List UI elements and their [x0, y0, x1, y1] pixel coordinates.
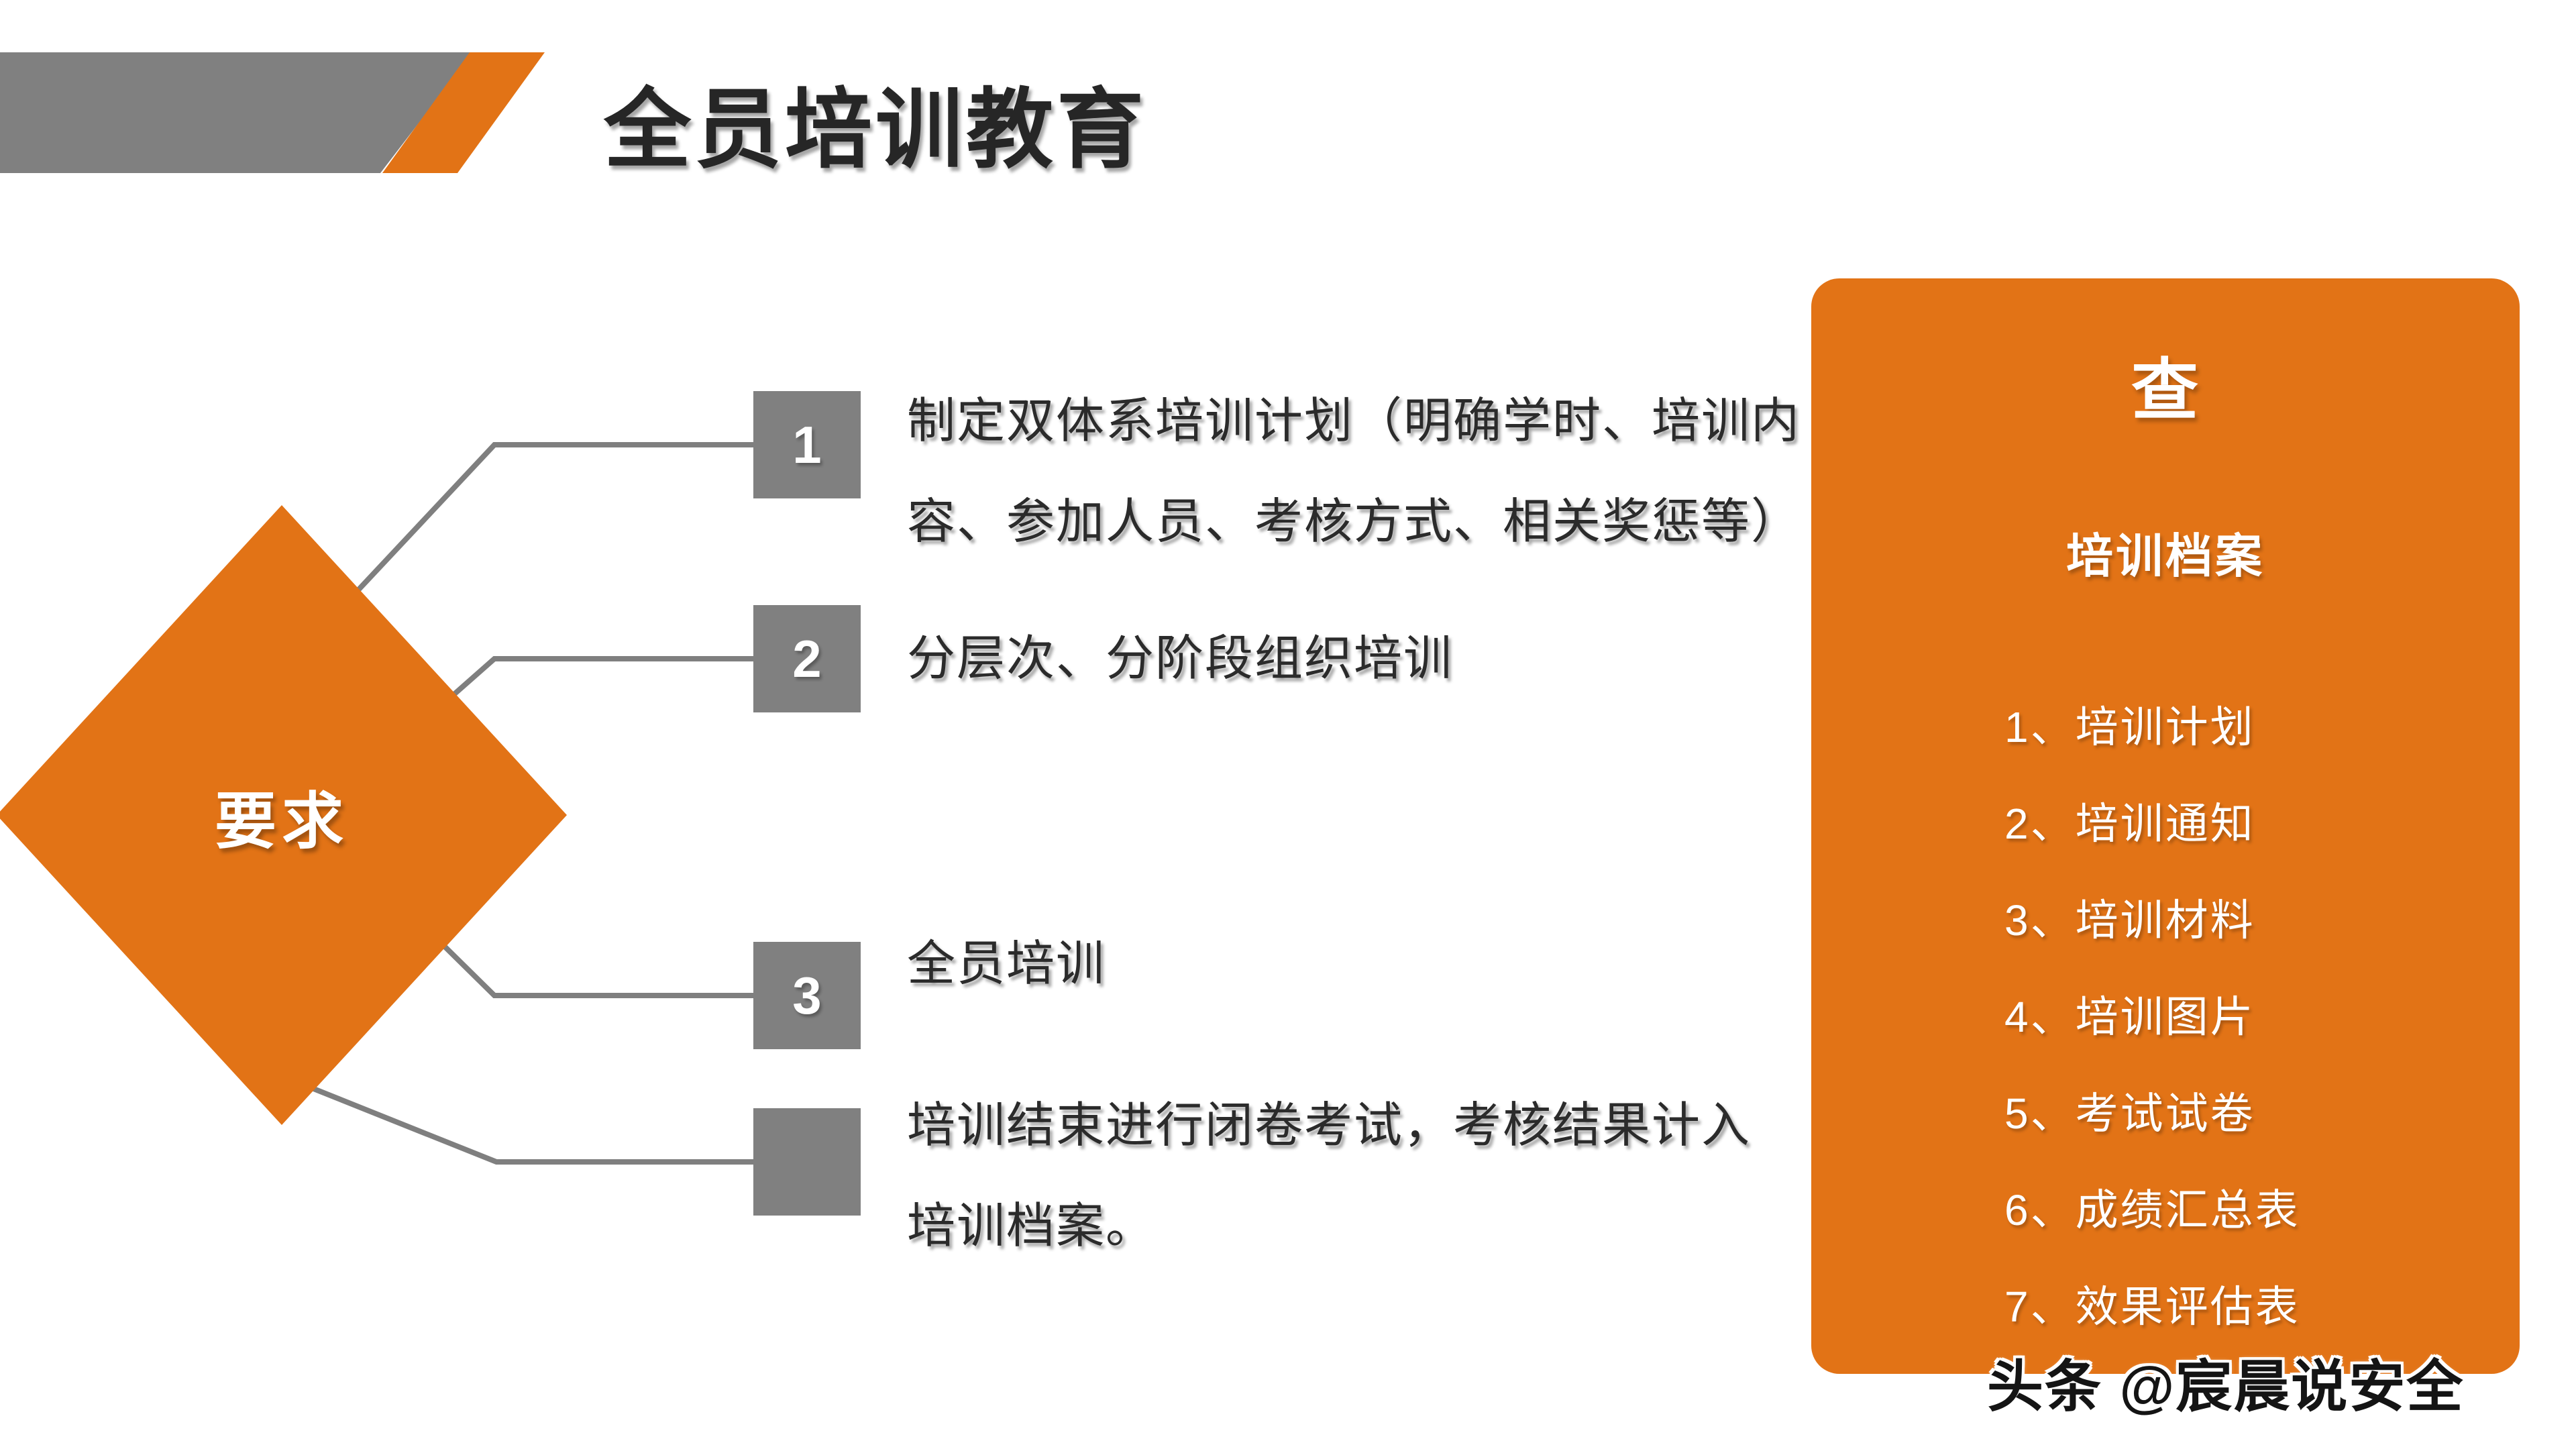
step-number-3: 3 [792, 965, 822, 1025]
watermark: 头条 @宸晨说安全 [1987, 1355, 2465, 1418]
diamond-label: 要求 [214, 788, 349, 856]
header-banner-gray-shape [0, 52, 473, 173]
step-text-4-line-2: 培训档案。 [907, 1199, 1156, 1253]
step-text-3-line-1: 全员培训 [907, 937, 1106, 991]
step-text-2-line-1: 分层次、分阶段组织培训 [907, 632, 1454, 686]
step-box-1: 1 [753, 391, 861, 498]
step-number-2: 2 [792, 629, 822, 688]
requirements-diamond-shape [0, 505, 567, 1125]
connector-line-4 [264, 1067, 753, 1165]
archive-panel: 查 培训档案 1、培训计划 2、培训通知 3、培训材料 4、培训图片 5、考试试… [1811, 278, 2520, 1374]
archive-item-7: 7、效果评估表 [2004, 1283, 2300, 1331]
step-text-1-line-2: 容、参加人员、考核方式、相关奖惩等） [907, 495, 1801, 549]
header-banner-orange-shape [382, 52, 545, 173]
step-text-4: 培训结束进行闭卷考试，考核结果计入 培训档案。 [907, 1075, 1751, 1277]
step-box-2: 2 [753, 605, 861, 712]
step-number-1: 1 [792, 415, 822, 474]
archive-item-2: 2、培训通知 [2004, 800, 2255, 848]
archive-item-6: 6、成绩汇总表 [2004, 1186, 2300, 1234]
panel-subheading: 培训档案 [2066, 530, 2265, 582]
archive-item-1: 1、培训计划 [2004, 703, 2255, 751]
archive-item-3: 3、培训材料 [2004, 896, 2255, 945]
archive-list: 1、培训计划 2、培训通知 3、培训材料 4、培训图片 5、考试试卷 6、成绩汇… [1811, 679, 2520, 1355]
step-text-4-line-1: 培训结束进行闭卷考试，考核结果计入 [907, 1099, 1752, 1152]
step-box-3: 3 [753, 942, 861, 1049]
panel-heading: 查 [2131, 353, 2200, 428]
step-text-1-line-1: 制定双体系培训计划（明确学时、培训内 [907, 394, 1801, 448]
step-text-2: 分层次、分阶段组织培训 [907, 608, 1453, 709]
step-box-4 [753, 1108, 861, 1216]
step-text-1: 制定双体系培训计划（明确学时、培训内 容、参加人员、考核方式、相关奖惩等） [907, 371, 1801, 572]
connector-line-1 [311, 442, 753, 640]
page-title: 全员培训教育 [604, 83, 1148, 179]
step-text-3: 全员培训 [907, 914, 1106, 1014]
archive-item-4: 4、培训图片 [2004, 993, 2255, 1041]
archive-item-5: 5、考试试卷 [2004, 1089, 2255, 1138]
